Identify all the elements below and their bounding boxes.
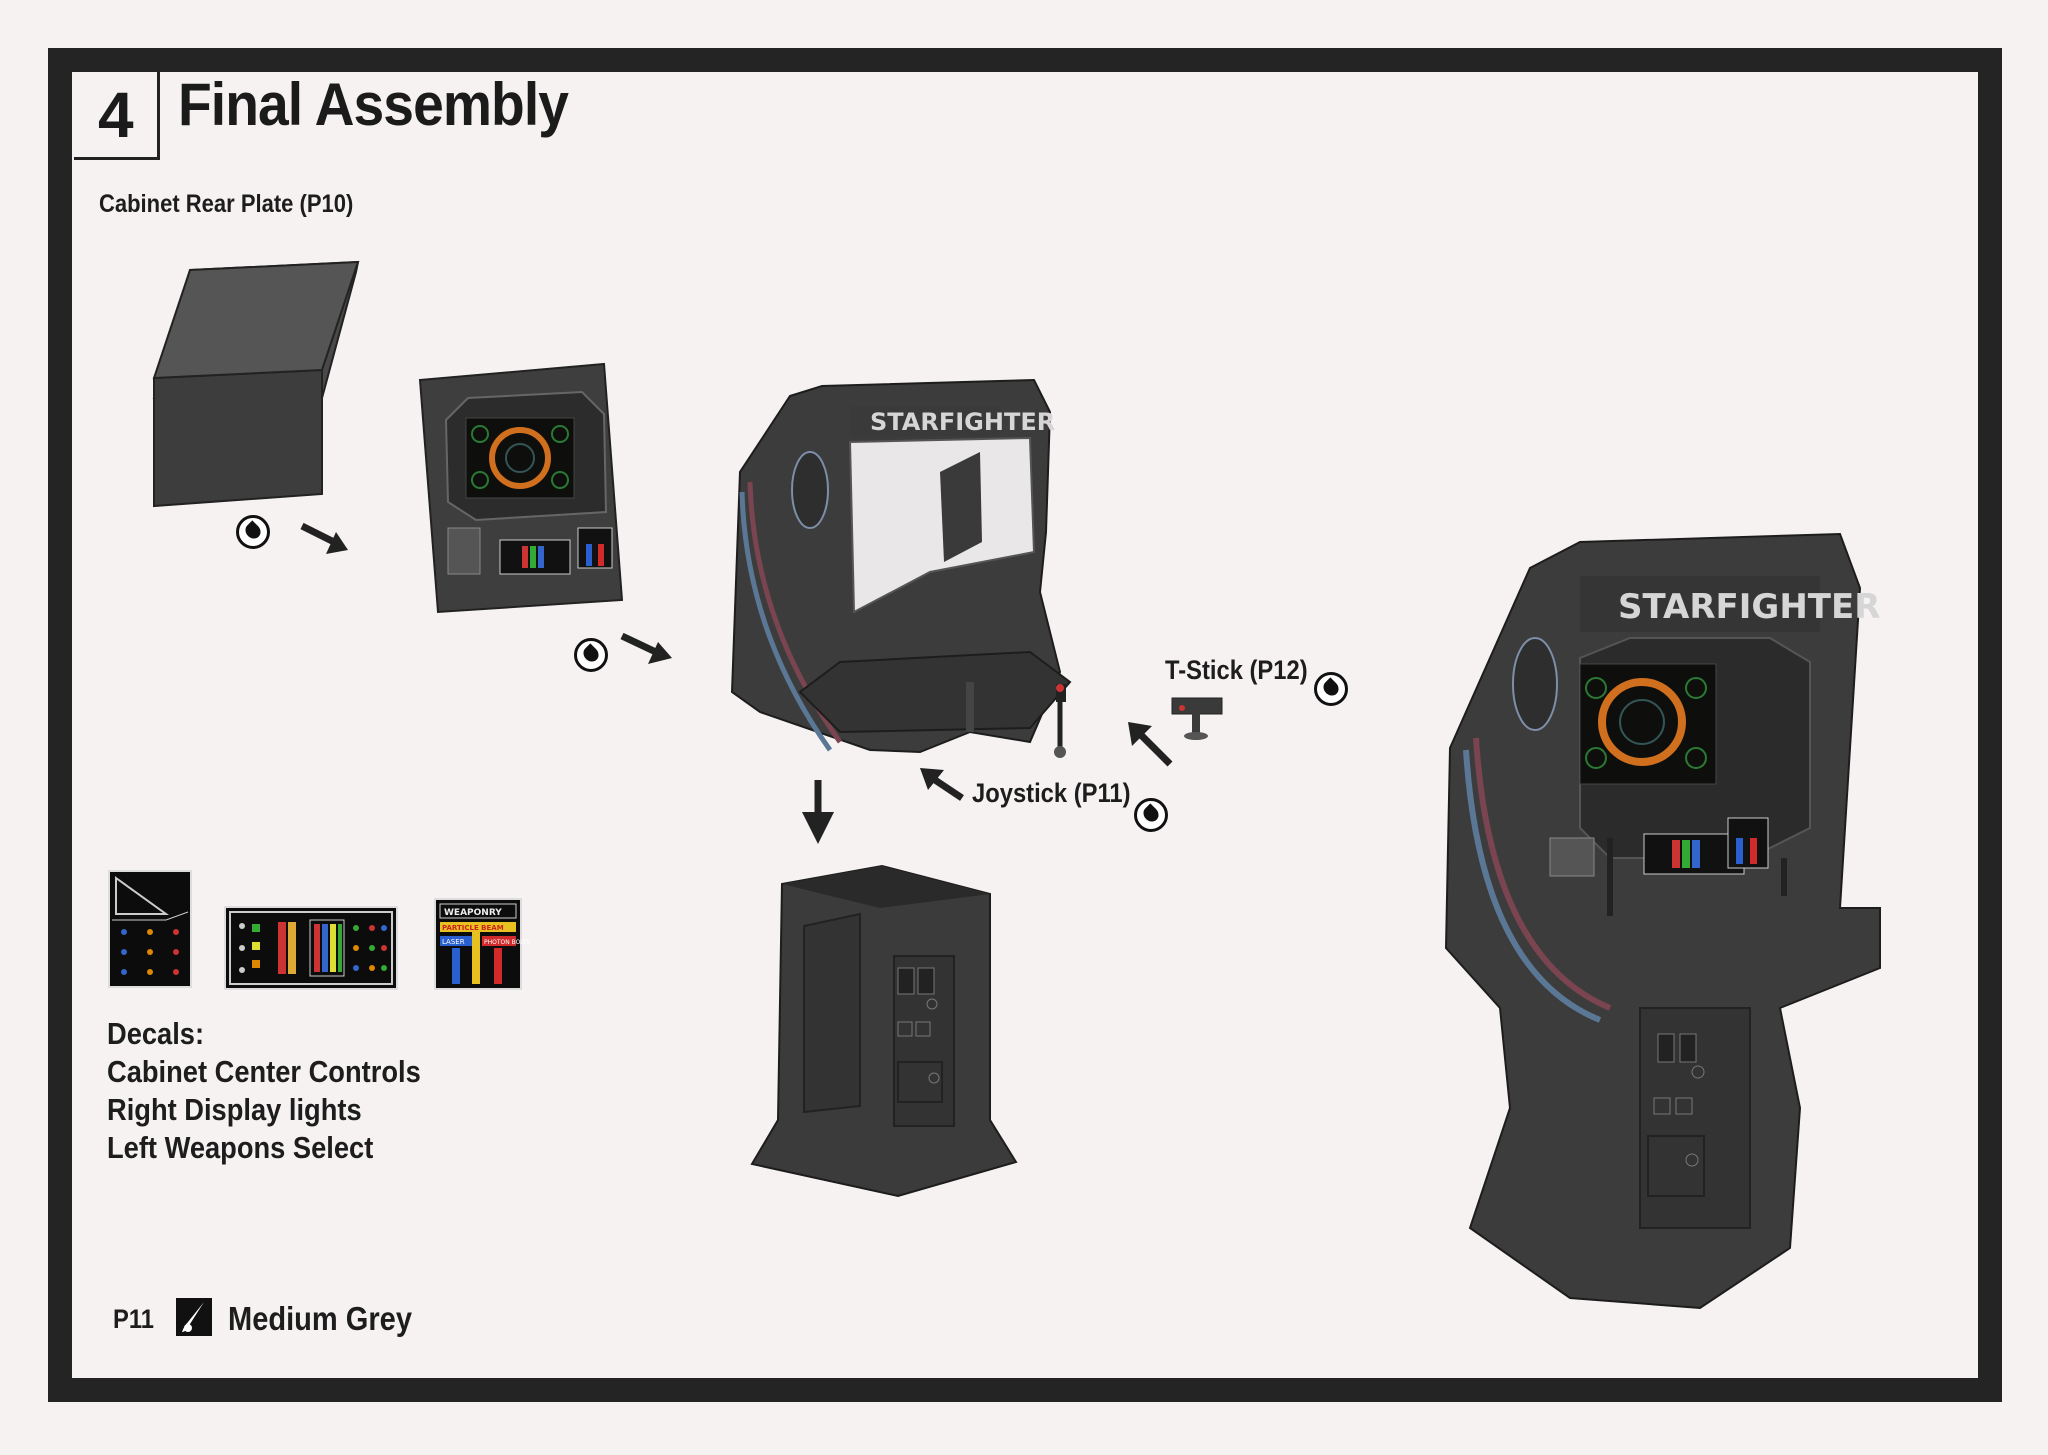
glue-icon: [1314, 672, 1348, 706]
lower-cabinet-illustration: [750, 864, 1018, 1198]
paint-part-label: P11: [113, 1304, 154, 1334]
decal-weapons-select: WEAPONRY PARTICLE BEAM LASER PHOTON BOLT…: [434, 898, 531, 990]
cabinet-logo-text: STARFIGHTER: [1618, 587, 1880, 627]
decal-particle-beam-text: PARTICLE BEAM: [442, 924, 504, 932]
glue-icon: [236, 515, 270, 549]
decal-photon-bolts-text: PHOTON BOLTS: [484, 939, 531, 946]
tstick-illustration: [1171, 697, 1223, 740]
arrow-down-icon: [802, 780, 834, 844]
joystick-label: Joystick (P11): [972, 778, 1131, 808]
rear-plate-label: Cabinet Rear Plate (P10): [99, 190, 354, 218]
arrow-icon: [920, 768, 964, 801]
decal-left-panel: [108, 870, 192, 988]
decal-laser-text: LASER: [442, 938, 465, 946]
screen-panel-illustration: [418, 362, 624, 614]
glue-icon: [574, 638, 608, 672]
page-title: Final Assembly: [178, 71, 569, 138]
arrow-icon: [620, 632, 672, 664]
decal-item: Right Display lights: [107, 1092, 362, 1127]
decal-center-controls: [224, 906, 398, 990]
arrow-icon: [300, 522, 348, 554]
tstick-label: T-Stick (P12): [1165, 655, 1308, 685]
paint-color-name: Medium Grey: [228, 1300, 412, 1337]
decals-heading: Decals:: [107, 1016, 205, 1051]
step-number-box: [74, 72, 160, 160]
decal-item: Left Weapons Select: [107, 1130, 374, 1165]
upper-cabinet-illustration: STARFIGHTER: [730, 378, 1072, 758]
cabinet-logo-text: STARFIGHTER: [870, 408, 1055, 436]
arrow-icon: [1128, 722, 1173, 767]
step-number: 4: [98, 79, 134, 151]
paintbrush-icon: [176, 1298, 212, 1336]
rear-plate-illustration: [152, 260, 360, 508]
decal-weaponry-text: WEAPONRY: [444, 908, 502, 918]
decal-item: Cabinet Center Controls: [107, 1054, 421, 1089]
final-cabinet-illustration: STARFIGHTER: [1444, 532, 1881, 1310]
glue-icon: [1134, 798, 1168, 832]
